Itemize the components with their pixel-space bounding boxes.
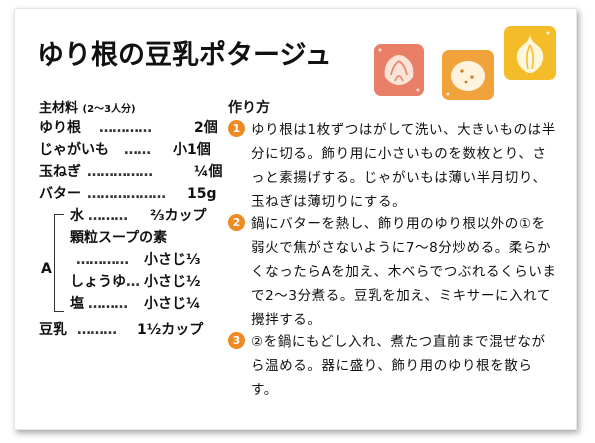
step-item: 2 鍋にバターを熱し、飾り用のゆり根以外の①を弱火で焦がさないように7〜8分炒め… — [228, 212, 558, 328]
recipe-title: ゆり根の豆乳ポタージュ — [37, 40, 332, 71]
step-text: ②を鍋にもどし入れ、煮たつ直前まで混ぜながら温める。器に盛り、飾り用のゆり根を散… — [251, 334, 546, 398]
step-item: 3 ②を鍋にもどし入れ、煮たつ直前まで混ぜながら温める。器に盛り、飾り用のゆり根… — [228, 330, 558, 404]
leader-dots: ……………… — [87, 186, 166, 202]
ingredient-name: 豆乳 — [39, 322, 67, 338]
group-ingredient-row: 水 ……… ⅔カップ — [70, 205, 210, 227]
ingredient-amount: 小さじ¼ — [144, 296, 201, 312]
ingredient-amount: 小さじ⅓ — [144, 252, 201, 268]
leader-dots: ………… — [76, 252, 129, 268]
step-text: 鍋にバターを熱し、飾り用のゆり根以外の①を弱火で焦がさないように7〜8分炒める。… — [251, 216, 557, 328]
ingredient-name: じゃがいも — [39, 142, 109, 158]
step-text: ゆり根は1枚ずつはがして洗い、大きいものは半分に切る。飾り用に小さいものを数枚と… — [251, 122, 556, 210]
ingredient-amount: ⅔カップ — [150, 208, 207, 224]
ingredient-name: 顆粒スープの素 — [70, 230, 168, 246]
leader-dots: ……… — [88, 296, 128, 312]
leader-dots: ………… — [99, 120, 152, 136]
ingredient-amount: ¼個 — [194, 164, 223, 180]
ingredient-amount: 1½カップ — [137, 322, 204, 338]
ingredient-stamps — [369, 19, 559, 100]
ingredient-row: 玉ねぎ …………… ¼個 — [39, 161, 223, 183]
ingredient-name: 玉ねぎ — [39, 164, 81, 180]
group-ingredient-row: ………… 小さじ⅓ — [70, 249, 210, 271]
potato-stamp-icon — [442, 50, 494, 100]
ingredient-name: 水 — [70, 208, 84, 224]
group-bracket — [54, 214, 64, 312]
group-ingredient-row: 顆粒スープの素 — [70, 227, 210, 249]
servings-text: (2〜3人分) — [82, 104, 136, 115]
leader-dots: … — [126, 274, 140, 290]
ingredients-heading-text: 主材料 — [39, 101, 79, 116]
leader-dots: …… — [124, 142, 151, 158]
leader-dots: ……… — [88, 208, 128, 224]
ingredient-name: しょうゆ — [70, 274, 126, 290]
step-item: 1 ゆり根は1枚ずつはがして洗い、大きいものは半分に切る。飾り用に小さいものを数… — [228, 118, 558, 210]
ingredient-name: バター — [39, 186, 81, 202]
leader-dots: ……… — [77, 322, 117, 338]
ingredient-amount: 小1個 — [173, 142, 211, 158]
ingredient-name: 塩 — [70, 296, 84, 312]
group-ingredient-row: しょうゆ … 小さじ½ — [70, 271, 210, 293]
ingredient-row: バター ……………… 15g — [39, 183, 217, 205]
ingredient-amount: 15g — [187, 186, 217, 202]
onion-stamp-icon — [504, 26, 556, 80]
ingredient-row: ゆり根 ………… 2個 — [39, 117, 218, 139]
step-number-badge: 3 — [228, 332, 245, 349]
leader-dots: …………… — [87, 164, 153, 180]
step-number-badge: 2 — [228, 214, 245, 231]
ingredient-amount: 小さじ½ — [144, 274, 201, 290]
ingredient-row: 豆乳 ……… 1½カップ — [39, 319, 214, 341]
ingredient-row: じゃがいも …… 小1個 — [39, 139, 211, 161]
lily-bulb-stamp-icon — [374, 44, 424, 96]
ingredient-name: ゆり根 — [39, 120, 81, 136]
group-a-label: A — [41, 261, 52, 277]
ingredients-heading: 主材料 (2〜3人分) — [39, 97, 136, 116]
group-ingredient-row: 塩 ……… 小さじ¼ — [70, 293, 210, 315]
recipe-card: ゆり根の豆乳ポタージュ 主材料 (2〜3人分) ゆり根 ………… — [14, 8, 577, 430]
ingredient-amount: 2個 — [194, 120, 218, 136]
step-number-badge: 1 — [228, 120, 245, 137]
steps-heading: 作り方 — [228, 100, 270, 116]
